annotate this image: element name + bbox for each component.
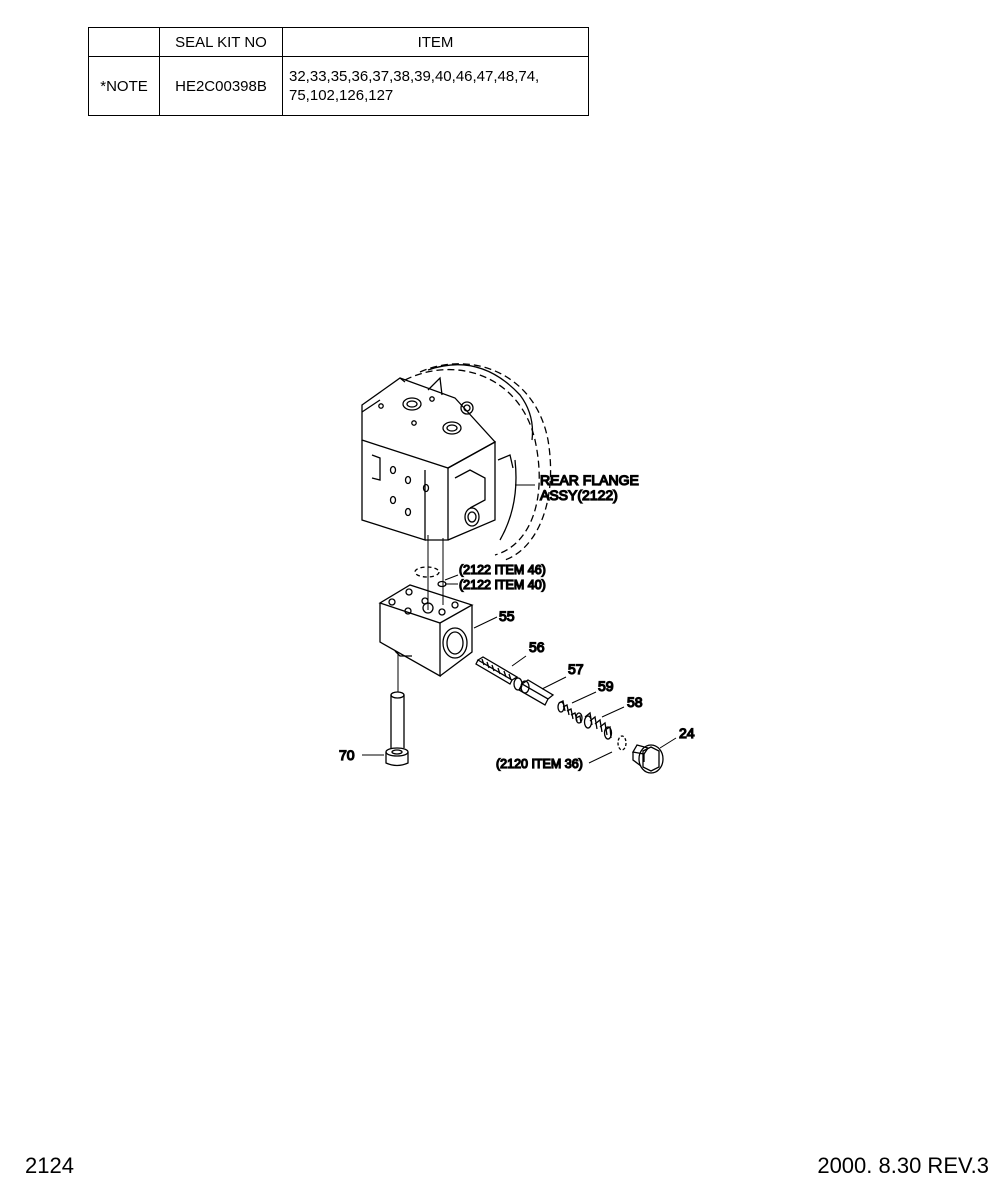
assembly-leader-lines [427,535,459,610]
part-24-label: 24 [679,725,695,741]
o-ring-2122-item-40 [437,580,447,588]
socket-bolt-70 [385,652,409,767]
part-55-label: 55 [499,608,515,624]
spring-58 [583,711,613,740]
seal-kit-table: SEAL KIT NO ITEM *NOTE HE2C00398B 32,33,… [88,27,589,116]
part-59-label: 59 [598,678,614,694]
table-row: *NOTE HE2C00398B 32,33,35,36,37,38,39,40… [88,56,589,116]
spring-59 [557,700,583,724]
plug-24 [631,744,664,774]
piston-57 [518,679,555,706]
rear-flange-assembly [361,363,552,561]
part-70-label: 70 [339,747,355,763]
item-list-line-2: 75,102,126,127 [289,87,394,104]
date-revision: 2000. 8.30 REV.3 [817,1153,989,1178]
ref-2122-item-46-label: (2122 ITEM 46) [459,563,546,577]
ref-2120-item-36-label: (2120 ITEM 36) [496,757,583,771]
valve-block-55 [378,584,474,678]
poppet-56 [475,656,523,691]
rear-flange-label-line2: ASSY(2122) [540,487,618,503]
item-list-line-1: 32,33,35,36,37,38,39,40,46,47,48,74, [289,68,540,85]
part-57-label: 57 [568,661,584,677]
o-ring-2122-item-46 [414,566,440,578]
o-ring-2120-item-36 [617,735,627,751]
item-list-cell: 32,33,35,36,37,38,39,40,46,47,48,74, 75,… [282,56,589,116]
callout-leaders [362,484,677,764]
part-56-label: 56 [529,639,545,655]
ref-2122-item-40-label: (2122 ITEM 40) [459,578,546,592]
part-58-label: 58 [627,694,643,710]
page-number: 2124 [25,1153,74,1178]
rear-flange-label-line1: REAR FLANGE [540,472,639,488]
note-cell: *NOTE [88,56,160,116]
